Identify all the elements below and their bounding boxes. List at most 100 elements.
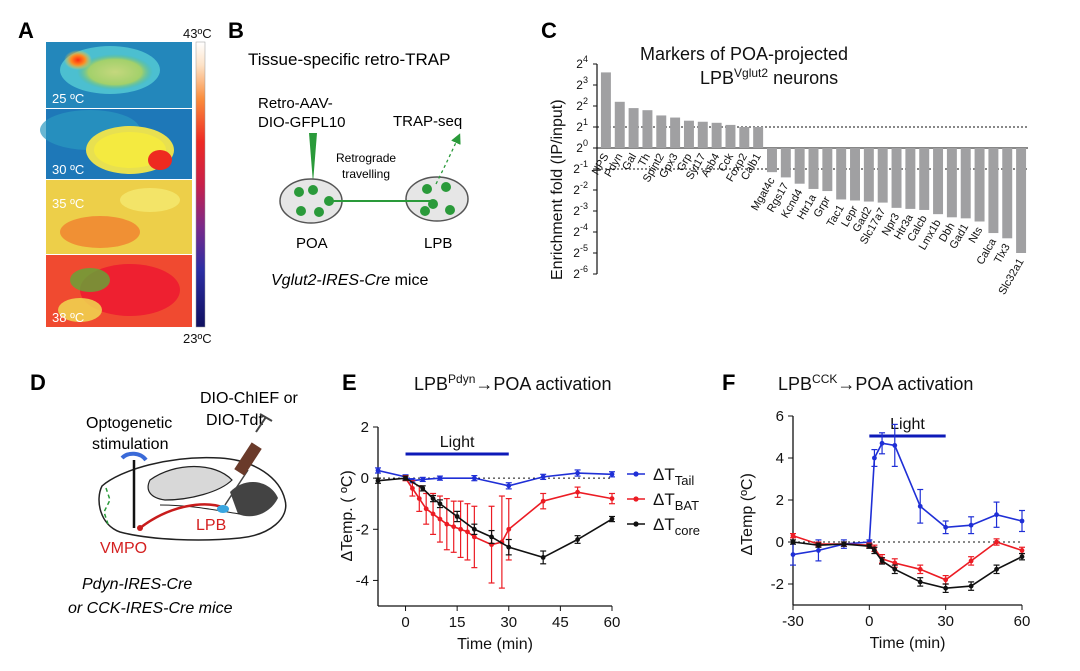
data-point [430, 496, 436, 501]
data-point [506, 483, 512, 489]
y-axis-label: ΔTemp. ( ºC) [339, 470, 356, 561]
data-point [816, 542, 821, 548]
data-point [994, 512, 999, 518]
neuron-dot [314, 207, 324, 217]
data-point [430, 511, 436, 517]
x-tick-label: 30 [937, 613, 954, 630]
data-point [437, 516, 443, 522]
data-point [420, 485, 426, 491]
data-point [968, 583, 974, 589]
poa-label: POA [296, 235, 328, 252]
trap-seq-label: TRAP-seq [393, 113, 462, 130]
data-point [575, 470, 580, 476]
series-line-1 [792, 534, 1023, 581]
y-tick-label: -2 [771, 576, 784, 593]
x-tick-label: 60 [1014, 613, 1031, 630]
panel-a: A 25 ºC 30 ºC 35 ºC [18, 18, 212, 346]
y-tick-label: 2-1 [573, 159, 588, 176]
neuron-dot [296, 206, 306, 216]
series-line-0 [377, 469, 613, 487]
legend-marker [633, 521, 639, 527]
panel-b-title: Tissue-specific retro-TRAP [248, 50, 450, 69]
bar-kcnd4 [794, 148, 805, 184]
vmpo-target [137, 525, 143, 531]
data-point [943, 524, 949, 530]
virus-d-line2: DIO-Tdt [206, 412, 263, 429]
data-point [420, 477, 426, 482]
neuron-dot [422, 184, 432, 194]
bar-grp [683, 120, 694, 148]
data-point [609, 471, 615, 477]
cortex-region [147, 465, 233, 501]
brain-outline [98, 456, 287, 541]
bar-gpx3 [670, 117, 681, 148]
y-tick-label: 24 [576, 54, 588, 71]
y-tick-label: 23 [576, 75, 588, 92]
chart-title: LPBPdyn→POA activation [414, 372, 611, 394]
brain-fold [159, 504, 241, 515]
colorbar-max-label: 43ºC [183, 26, 212, 41]
data-point [994, 539, 999, 545]
bar-lmx1b [933, 148, 944, 215]
legend-marker [633, 471, 639, 477]
light-cable-icon [120, 451, 148, 462]
data-point [892, 443, 898, 448]
panel-a-label: A [18, 18, 34, 43]
bar-grpr [822, 148, 833, 192]
x-tick-label: 45 [552, 614, 569, 631]
data-point [872, 548, 877, 553]
data-point [471, 534, 477, 540]
data-point [437, 475, 443, 481]
data-point [1019, 518, 1025, 524]
data-point [816, 548, 821, 553]
bar-lepr [850, 148, 860, 201]
y-tick-label: 22 [576, 96, 588, 113]
y-tick-label: 2 [361, 419, 369, 436]
data-point [540, 498, 546, 504]
y-tick-label: 2-6 [573, 264, 588, 281]
bar-rgs17 [780, 148, 791, 178]
bar-nps [600, 72, 611, 148]
data-point [943, 577, 949, 583]
lpb-d-label: LPB [196, 517, 226, 534]
bar-npr3 [891, 148, 902, 208]
data-point [437, 501, 443, 507]
bar-syt17 [697, 121, 708, 148]
data-point [375, 478, 381, 484]
data-point [451, 524, 457, 530]
data-point [841, 541, 847, 547]
data-point [790, 533, 796, 539]
thermal-image-35: 35 ºC [46, 180, 192, 254]
opto-line2: stimulation [92, 436, 168, 453]
bar-htr1a [808, 148, 819, 189]
syringe-icon [224, 413, 273, 506]
legend-label: ΔTcore [653, 515, 700, 538]
data-point [879, 558, 885, 564]
y-tick-label: 0 [776, 534, 784, 551]
mice-d-line2: or CCK-IRES-Cre mice [68, 600, 233, 617]
data-point [994, 566, 999, 572]
data-point [879, 440, 885, 446]
data-point [1019, 554, 1025, 560]
data-point [506, 526, 512, 532]
x-tick-label: 0 [401, 614, 409, 631]
bar-foxp2 [739, 127, 750, 148]
chart-c-ylabel: Enrichment fold (IP/input) [549, 99, 566, 280]
temp-label-35: 35 ºC [52, 196, 84, 211]
vmpo-label: VMPO [100, 540, 147, 557]
colorbar-min-label: 23ºC [183, 331, 212, 346]
virus-label-line1: Retro-AAV- [258, 95, 333, 112]
data-point [790, 552, 796, 557]
panel-e-label: E [342, 370, 357, 395]
series-line-0 [792, 442, 1023, 556]
data-point [454, 514, 460, 519]
virus-d-line1: DIO-ChIEF or [200, 390, 298, 407]
temp-label-30: 30 ºC [52, 162, 84, 177]
cerebellum-region [230, 481, 278, 517]
panel-d-label: D [30, 370, 46, 395]
data-point [471, 475, 477, 481]
panel-d: D DIO-ChIEF or DIO-Tdt Optogenetic stimu… [30, 370, 298, 617]
data-point [917, 579, 923, 585]
bar-calb1 [753, 127, 764, 148]
